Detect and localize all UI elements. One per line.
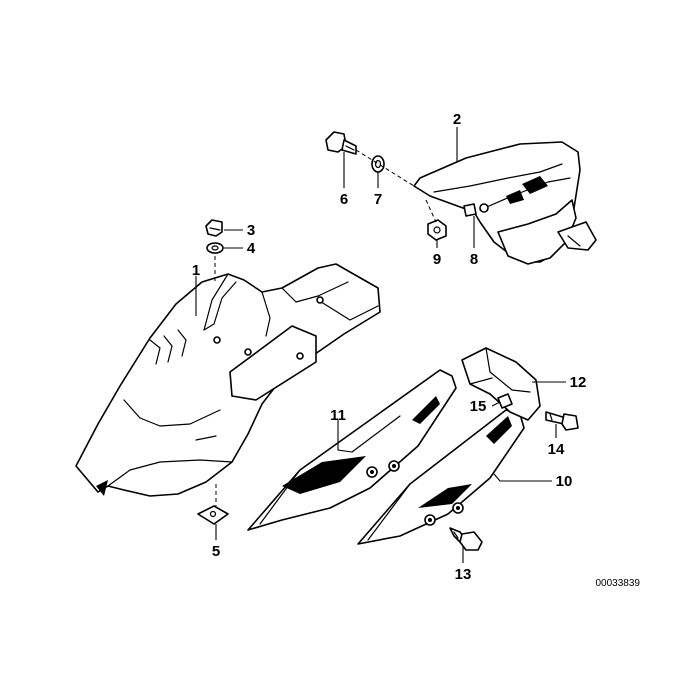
part-12-bracket [461, 347, 541, 421]
part-13-screw [449, 527, 483, 551]
part-1-rear-mudguard [75, 263, 381, 497]
callout-10: 10 [556, 473, 573, 490]
part-14-screw [545, 411, 579, 431]
callout-6: 6 [340, 191, 348, 208]
part-6-bolt [325, 131, 357, 155]
part-8-spacer [463, 203, 477, 217]
part-15-clip [497, 393, 513, 409]
part-4-washer [206, 242, 224, 254]
callout-8: 8 [470, 251, 478, 268]
callout-2: 2 [453, 111, 461, 128]
part-2-rear-cover [413, 141, 597, 265]
document-number: 00033839 [596, 578, 641, 589]
callout-15: 15 [470, 398, 487, 415]
callout-13: 13 [455, 566, 472, 583]
callout-1: 1 [192, 262, 200, 279]
leader-lines [195, 127, 566, 563]
part-3-screw [205, 219, 223, 237]
callout-14: 14 [548, 441, 565, 458]
part-10-side-panel-right [357, 409, 525, 545]
callout-4: 4 [247, 240, 256, 257]
part-9-nut [427, 219, 447, 241]
assembly-line-nut [425, 199, 437, 223]
part-7-washer [371, 155, 385, 173]
callout-3: 3 [247, 222, 255, 239]
callout-7: 7 [374, 191, 382, 208]
callouts: 2 6 7 9 8 3 4 1 5 11 12 15 14 10 13 [192, 111, 587, 583]
assembly-line-bolt [355, 149, 415, 187]
callout-12: 12 [570, 374, 587, 391]
part-11-side-panel-left [247, 369, 457, 531]
callout-5: 5 [212, 543, 220, 560]
callout-9: 9 [433, 251, 441, 268]
callout-11: 11 [330, 407, 346, 424]
part-5-clip-nut [197, 505, 229, 525]
